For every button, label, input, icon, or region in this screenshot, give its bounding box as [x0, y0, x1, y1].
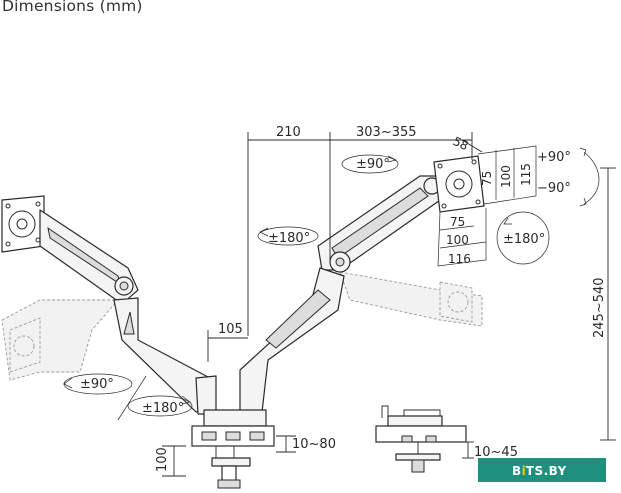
watermark-badge: BiTS.BY — [478, 458, 606, 482]
watermark-part-1: B — [512, 464, 522, 478]
dim-grommet-range: 10~45 — [474, 445, 518, 460]
dim-base-height-100: 100 — [155, 447, 170, 472]
vesa-plate-left — [1, 195, 45, 253]
rotation-marks — [63, 147, 600, 417]
page-title: Dimensions (mm) — [2, 0, 143, 15]
dim-swivel-90-left: ±90° — [80, 377, 114, 392]
ghost-monitor-left — [1, 299, 119, 381]
grommet-base — [375, 405, 467, 473]
left-lower-arm — [113, 297, 217, 415]
ghost-monitor-right — [339, 271, 483, 327]
left-upper-arm — [39, 209, 139, 305]
desk-base — [191, 409, 275, 489]
dim-303-355: 303~355 — [356, 125, 417, 140]
dim-vesa-100-w: 100 — [446, 233, 469, 247]
dim-clamp-range: 10~80 — [292, 437, 336, 452]
dim-tilt-90: ±90° — [356, 157, 390, 172]
dim-rotate-180-top: ±180° — [268, 231, 310, 246]
dim-vesa-100-h: 100 — [499, 165, 513, 188]
dim-swivel-180-left: ±180° — [142, 401, 184, 416]
right-upper-arm — [317, 175, 447, 273]
dim-vesa-75-h: 75 — [480, 171, 494, 186]
watermark-part-2: TS.BY — [526, 464, 567, 478]
dim-offset-105: 105 — [218, 322, 243, 337]
dim-tilt-down: −90° — [537, 181, 571, 196]
watermark-text: BiTS.BY — [512, 464, 567, 478]
watermark-part-dot: i — [522, 464, 526, 478]
dim-tilt-up: +90° — [537, 150, 571, 165]
dim-58: 58 — [451, 134, 471, 153]
dim-vesa-115-h: 115 — [519, 163, 533, 186]
dim-210: 210 — [276, 125, 301, 140]
dim-rotate-180-right: ±180° — [503, 232, 545, 247]
dim-vesa-75-w: 75 — [450, 215, 465, 229]
right-lower-arm — [239, 267, 345, 413]
dimension-lines — [117, 132, 616, 477]
dim-height-range: 245~540 — [592, 277, 607, 338]
dim-vesa-116-w: 116 — [448, 252, 471, 266]
watermark-background — [478, 458, 606, 482]
vesa-plate-right — [433, 155, 485, 213]
